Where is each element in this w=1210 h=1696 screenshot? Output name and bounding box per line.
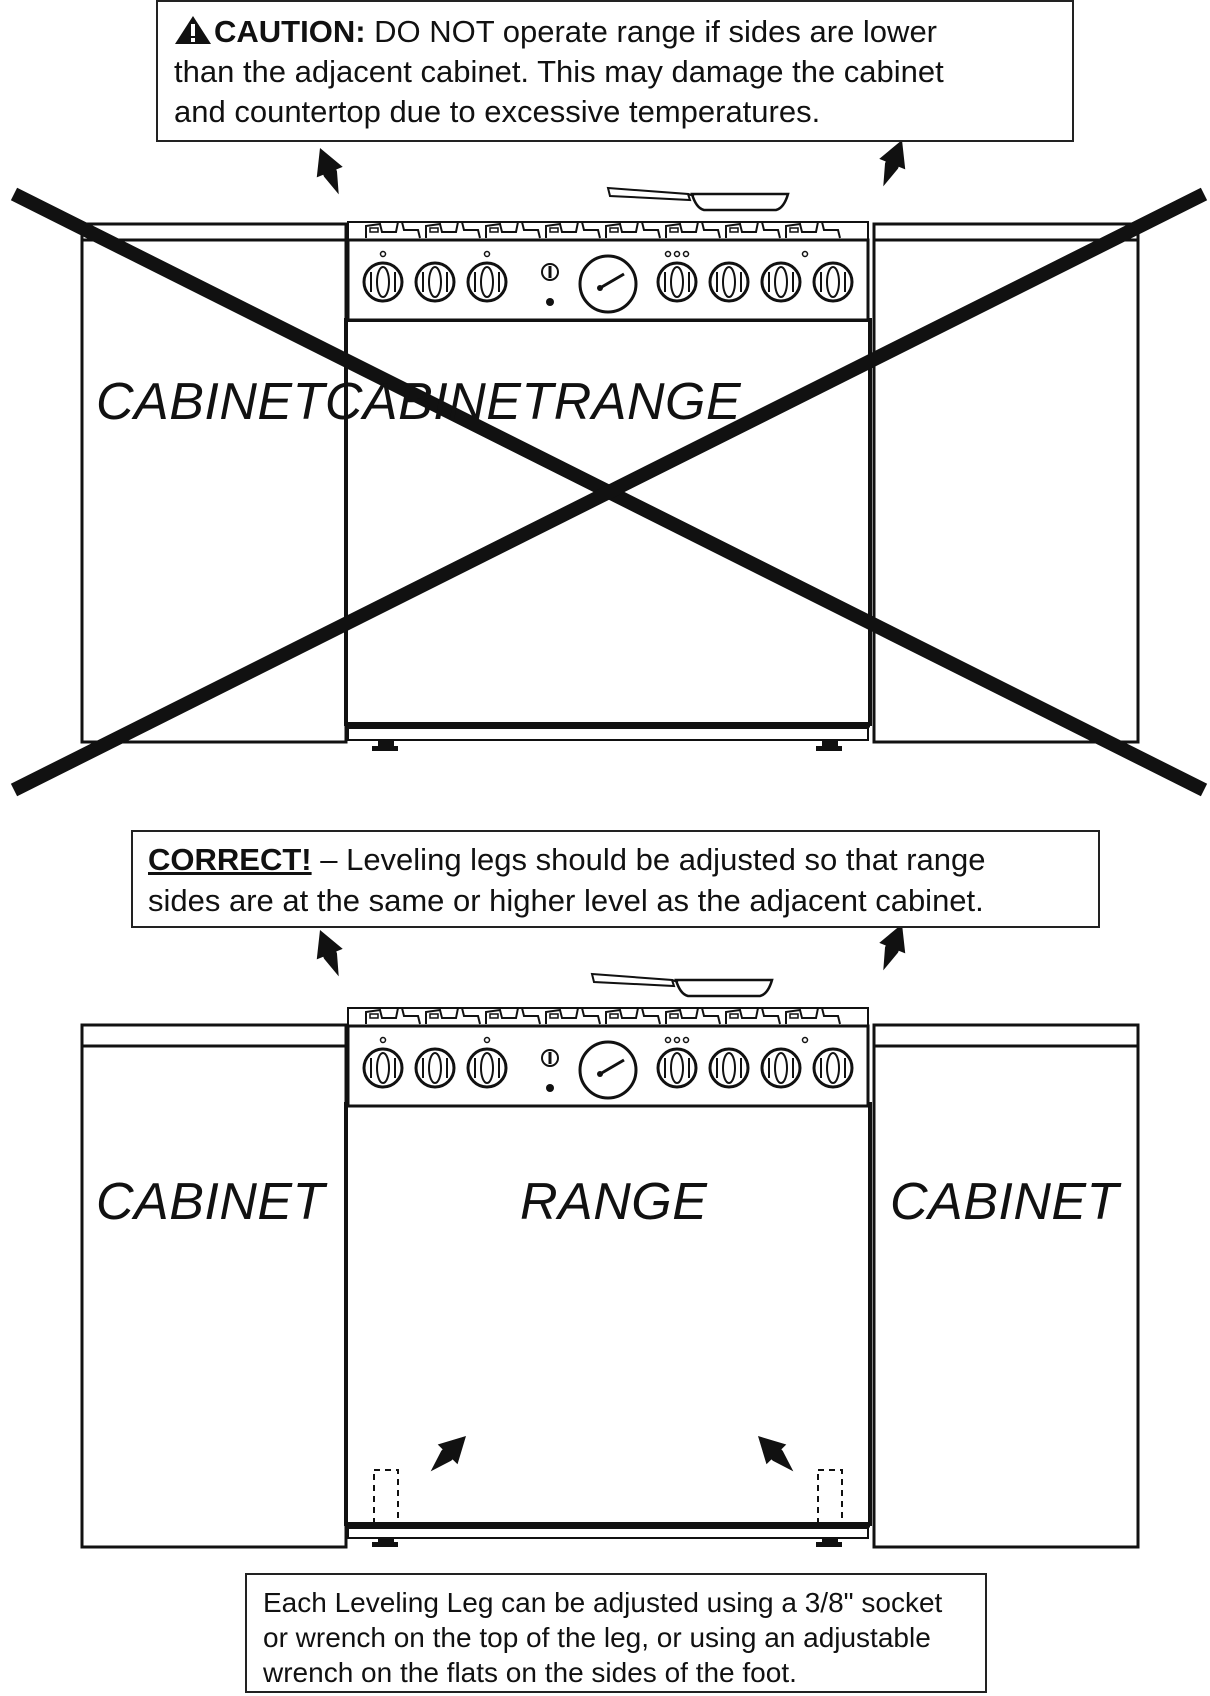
correct-setup [80,918,1140,1549]
range-label: RANGE [520,1173,708,1231]
caution-title: CAUTION: [214,14,366,49]
leg-note-line-2: or wrench on the top of the leg, or usin… [263,1622,931,1653]
correct-title: CORRECT! [148,842,312,877]
incorrect-right-cabinet-label: CABINET [324,373,554,431]
correct-note: CORRECT! – Leveling legs should be adjus… [131,830,1100,928]
correct-line-2: sides are at the same or higher level as… [148,883,984,918]
leg-note-line-3: wrench on the flats on the sides of the … [263,1657,797,1688]
caution-note: CAUTION: DO NOT operate range if sides a… [156,0,1074,142]
leg-note-line-1: Each Leveling Leg can be adjusted using … [263,1587,943,1618]
caution-line-1: DO NOT operate range if sides are lower [365,14,938,49]
incorrect-range-label: RANGE [553,373,742,431]
incorrect-setup [10,134,1208,797]
caution-line-2: than the adjacent cabinet. This may dama… [174,54,944,89]
incorrect-left-cabinet-label: CABINET [96,373,325,431]
correct-line-1: – Leveling legs should be adjusted so th… [311,842,986,877]
left-cabinet-label: CABINET [96,1173,325,1231]
right-cabinet-label: CABINET [890,1173,1119,1231]
warning-triangle-icon [175,16,211,44]
caution-line-3: and countertop due to excessive temperat… [174,94,821,129]
incorrect-diagram-label: CABINETCABINETRANGE [96,372,741,432]
leveling-leg-note: Each Leveling Leg can be adjusted using … [245,1573,987,1693]
